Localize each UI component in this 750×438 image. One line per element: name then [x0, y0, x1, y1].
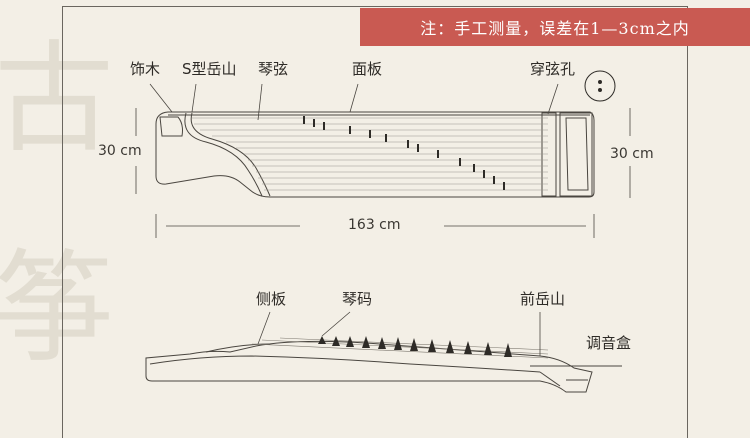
side-view-instrument: [145, 340, 622, 393]
label-s-bridge: S型岳山: [182, 60, 237, 78]
label-strings: 琴弦: [258, 60, 289, 78]
background-glyph-gu: 古: [0, 30, 114, 169]
background-glyph-zheng: 筝: [0, 240, 114, 379]
label-side-panel: 侧板: [256, 290, 287, 308]
top-view-instrument: [155, 111, 595, 198]
label-soundboard: 面板: [352, 60, 383, 78]
dimension-right-height: 30 cm: [610, 146, 654, 162]
dimension-left-height: 30 cm: [98, 143, 142, 159]
decor-wood-shape: [159, 116, 183, 137]
dimension-lines: [135, 108, 631, 238]
string-hole-detail: [584, 70, 616, 102]
label-front-bridge: 前岳山: [520, 290, 566, 308]
label-bridges: 琴码: [342, 290, 373, 308]
string-hole-end: [541, 112, 557, 197]
side-view-body: [145, 340, 593, 393]
diagram-frame: [62, 6, 688, 438]
label-tuning-box: 调音盒: [586, 334, 632, 352]
dimension-length: 163 cm: [348, 217, 401, 233]
side-view-bridges: [318, 336, 512, 357]
top-view-bridges: [303, 116, 505, 190]
s-bridge-shape: [184, 112, 263, 197]
top-view-body-outline: [155, 111, 595, 198]
label-decor-wood: 饰木: [130, 60, 161, 78]
label-string-holes: 穿弦孔: [530, 60, 576, 78]
side-view-leader-lines: [257, 311, 541, 356]
measurement-note-banner: 注：手工测量，误差在1—3cm之内: [360, 8, 750, 46]
top-view-strings: [192, 117, 548, 191]
top-view-leader-lines: [149, 83, 559, 121]
